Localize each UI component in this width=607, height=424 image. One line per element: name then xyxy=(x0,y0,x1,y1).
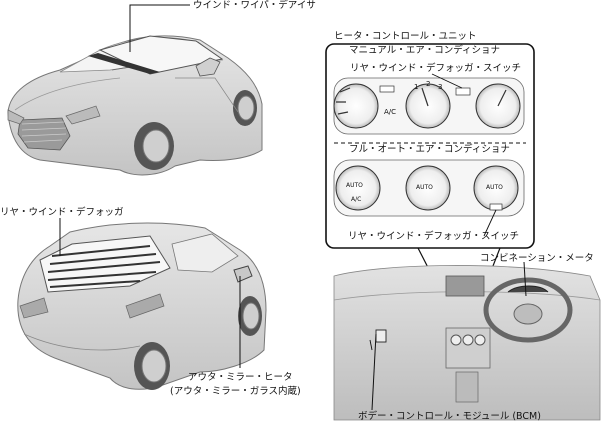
fan-speed-2: 2 xyxy=(426,80,431,88)
auto-button-left-label: AUTO xyxy=(346,182,363,189)
leader-bcm xyxy=(371,333,377,411)
label-rear-defogger-switch-top: リヤ・ウインド・デフォッガ・スイッチ xyxy=(350,63,522,74)
leader-wiper-deicer xyxy=(129,4,190,52)
label-outer-mirror-heater: アウタ・ミラー・ヒータ xyxy=(188,372,293,383)
label-heater-control-unit: ヒータ・コントロール・ユニット xyxy=(334,31,477,42)
label-rear-window-defogger: リヤ・ウインド・デフォッガ xyxy=(0,207,124,218)
auto-ac-button-label: A/C xyxy=(351,196,362,203)
label-outer-mirror-glass-builtin: (アウタ・ミラー・ガラス内蔵) xyxy=(170,386,301,397)
dashboard-illustration xyxy=(333,265,601,421)
label-manual-air-conditioner: マニュアル・エア・コンディショナ xyxy=(349,45,501,56)
front-car-illustration xyxy=(7,35,263,176)
auto-button-right-label: AUTO xyxy=(486,184,503,191)
label-full-auto-air-conditioner: フル・オート・エア・コンディショナ xyxy=(349,144,510,155)
heater-control-panel-box xyxy=(325,43,535,249)
label-windshield-wiper-deicer: ウインド・ワイパ・デアイサ xyxy=(193,0,316,11)
label-body-control-module: ボデー・コントロール・モジュール (BCM) xyxy=(358,411,541,422)
auto-button-center-label: AUTO xyxy=(416,184,433,191)
label-combination-meter: コンビネーション・メータ xyxy=(480,253,594,264)
manual-ac-button-label: A/C xyxy=(384,108,397,116)
label-rear-defogger-switch-bottom: リヤ・ウインド・デフォッガ・スイッチ xyxy=(348,231,520,242)
rear-car-illustration xyxy=(17,222,267,390)
fan-speed-1: 1 xyxy=(414,83,419,91)
fan-speed-3: 3 xyxy=(438,83,443,91)
leader-combination-meter xyxy=(523,261,527,297)
